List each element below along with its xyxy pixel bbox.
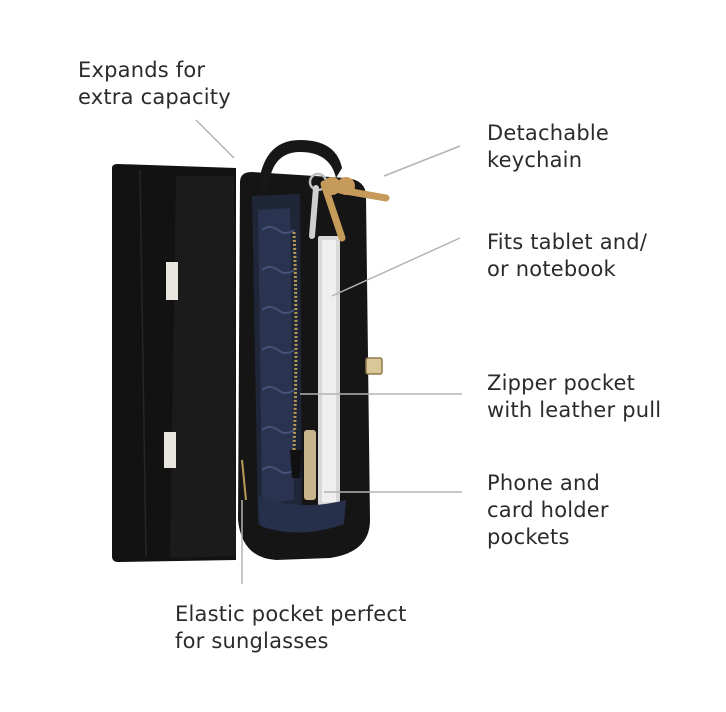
callout-expands-line1: Expands for [78, 58, 206, 82]
callout-zipper-line1: Zipper pocket [487, 371, 636, 395]
callout-keychain-line1: Detachable [487, 121, 610, 145]
bag-flap [112, 164, 236, 562]
callout-elastic-line1: Elastic pocket perfect [175, 602, 407, 626]
callout-phone: Phone and card holder pockets [487, 470, 609, 551]
callout-elastic-line2: for sunglasses [175, 629, 329, 653]
callout-expands: Expands for extra capacity [78, 57, 231, 111]
callout-phone-line1: Phone and [487, 471, 601, 495]
callout-tablet-line1: Fits tablet and/ [487, 230, 648, 254]
callout-keychain: Detachable keychain [487, 120, 609, 174]
leader-line-keychain [383, 145, 461, 177]
leader-line-tablet [331, 237, 461, 297]
callout-keychain-line2: keychain [487, 148, 583, 172]
callout-expands-line2: extra capacity [78, 85, 231, 109]
bag-body [238, 140, 383, 560]
callout-zipper: Zipper pocket with leather pull [487, 370, 661, 424]
leader-line-expands [195, 119, 235, 159]
callout-phone-line2: card holder [487, 498, 609, 522]
callout-zipper-line2: with leather pull [487, 398, 662, 422]
callout-tablet-line2: or notebook [487, 257, 616, 281]
keychain [308, 172, 390, 242]
callout-elastic: Elastic pocket perfect for sunglasses [175, 601, 407, 655]
callout-phone-line3: pockets [487, 525, 570, 549]
callout-tablet: Fits tablet and/ or notebook [487, 229, 647, 283]
